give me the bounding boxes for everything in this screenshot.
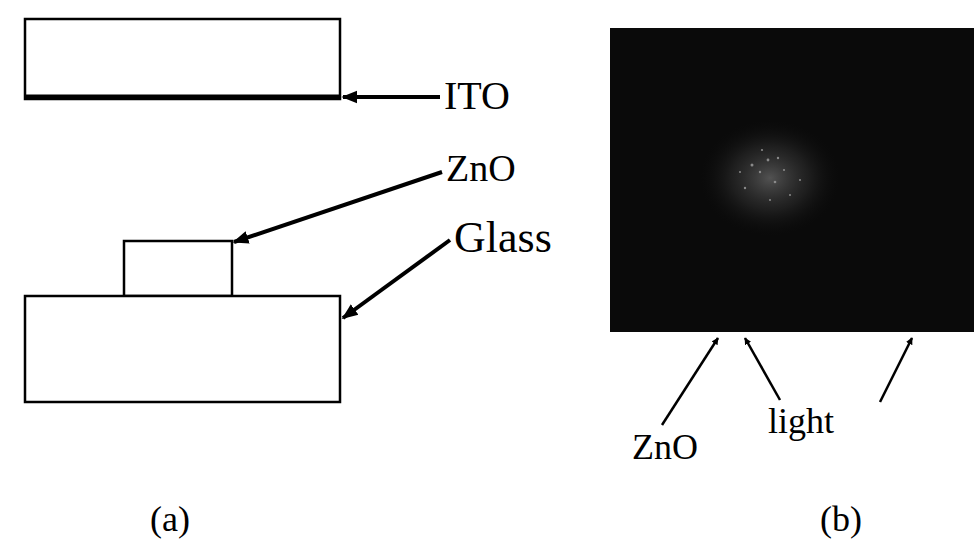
light-glow [700, 120, 840, 236]
zno-film [124, 241, 232, 296]
leader-arrow [662, 338, 718, 425]
leader-arrow [880, 338, 912, 402]
leader-arrow [343, 95, 440, 99]
panel-label: (a) [150, 500, 190, 540]
part-label: Glass [454, 214, 552, 262]
part-label: ZnO [446, 148, 516, 190]
ito-layer [25, 95, 340, 100]
part-label: light [768, 402, 834, 442]
panel-label: (b) [820, 500, 862, 540]
leader-arrow [745, 338, 780, 400]
leader-arrow [234, 172, 442, 242]
part-label: ZnO [632, 428, 698, 468]
part-label: ITO [444, 74, 510, 118]
light-spots [739, 149, 801, 201]
glass-substrate [25, 296, 340, 402]
leader-arrow [343, 240, 450, 318]
emission-photo [610, 28, 974, 332]
ito-plate [25, 19, 340, 99]
